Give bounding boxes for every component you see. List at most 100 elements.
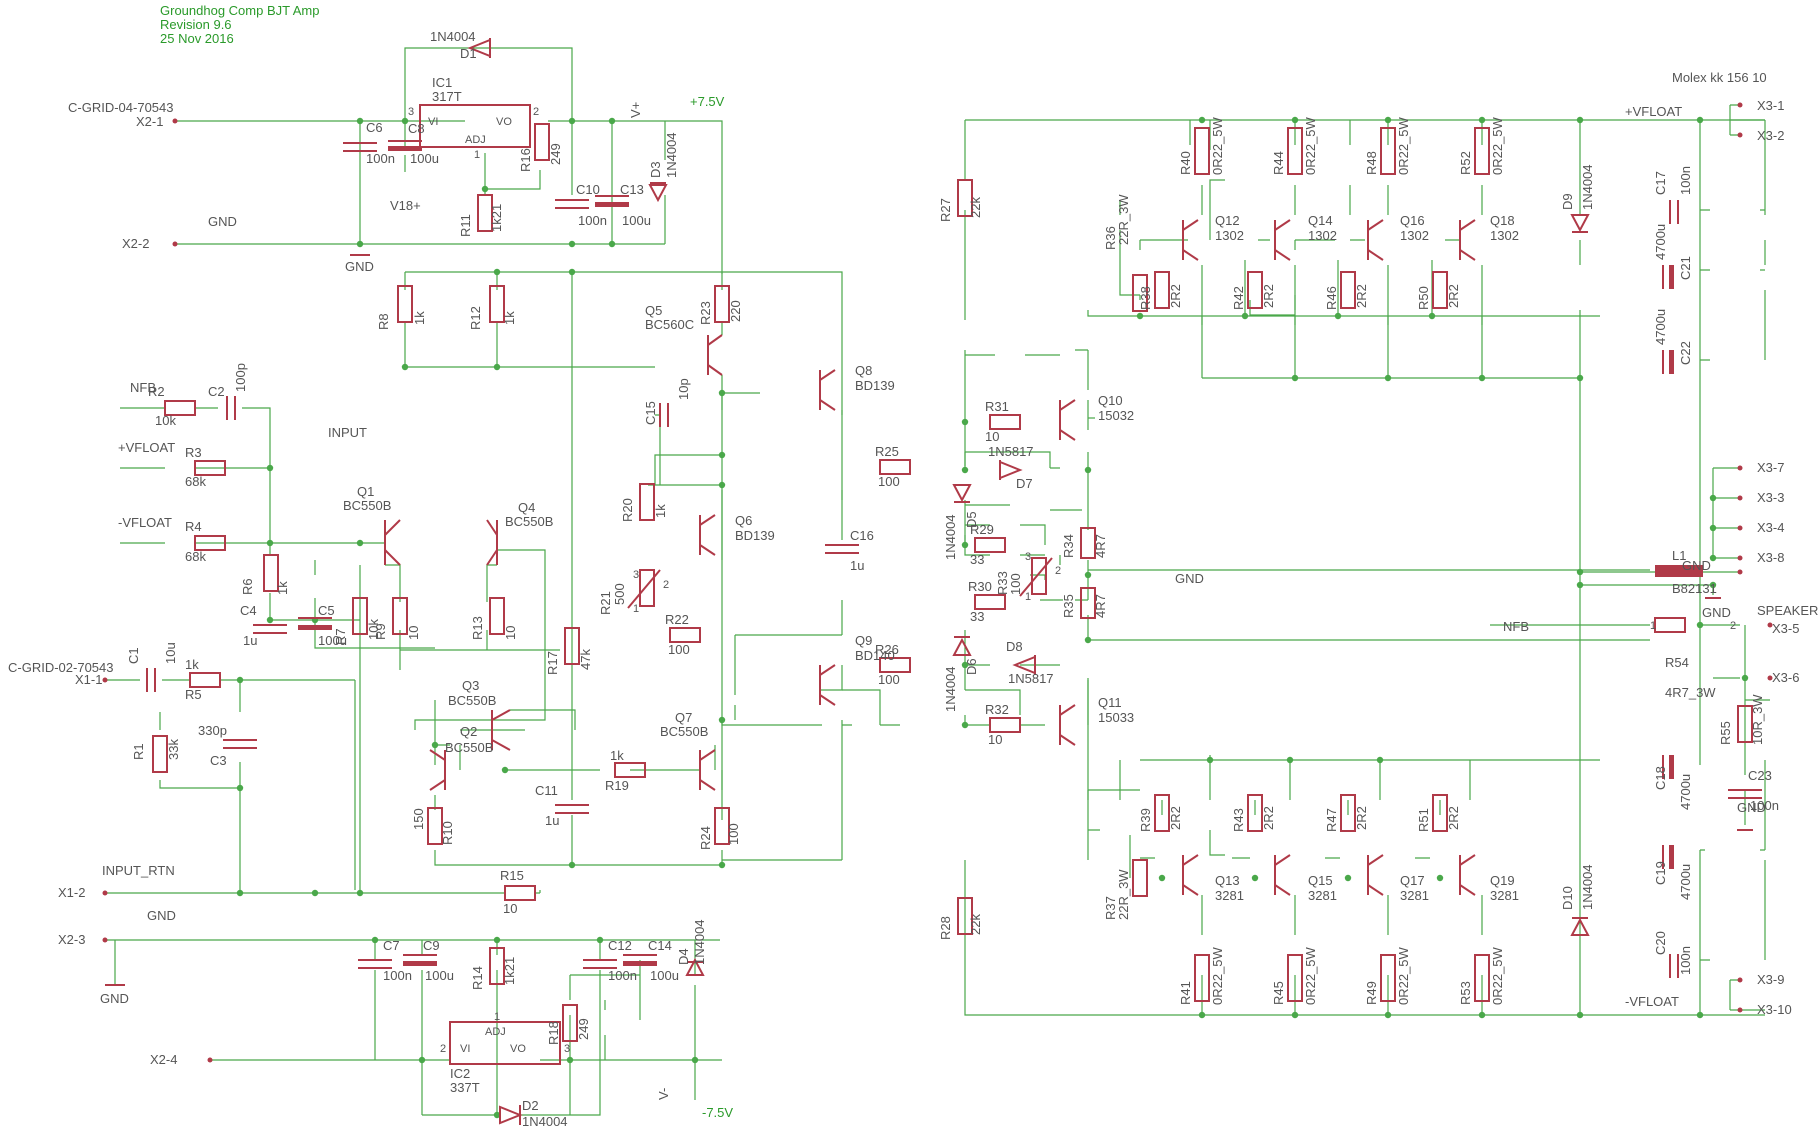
label-d1: D1 [460,46,477,61]
label-r2: R2 [148,384,165,399]
q11-symbol [1059,704,1076,746]
c20-symbol [1669,954,1679,978]
label-r27v: 22k [968,197,983,218]
label-nfb-left: NFB [130,380,156,395]
label-q16: Q16 [1400,213,1425,228]
label-x1-2: X1-2 [58,885,85,900]
label-r1: R1 [131,743,146,760]
r22-body [669,627,701,643]
label-r16v: 249 [548,143,563,165]
label-r39: R39 [1138,808,1153,832]
label-r50v: 2R2 [1446,284,1461,308]
label-c8v: 100u [410,151,439,166]
label-r54v: 4R7_3W [1665,685,1716,700]
label-r17v: 47k [578,649,593,670]
label-r21-pin3: 3 [633,569,639,581]
r20-body [639,483,655,521]
c8-symbol [388,140,422,151]
c3-symbol [223,739,257,749]
label-c22: C22 [1678,341,1693,365]
label-c23: C23 [1748,768,1772,783]
label-c21: C21 [1678,256,1693,280]
label-r8v: 1k [412,311,427,325]
label-c7: C7 [383,938,400,953]
label-d6v: 1N4004 [943,666,958,712]
d4-symbol [685,957,705,976]
label-c19v: 4700u [1678,864,1693,900]
q6-symbol [699,514,716,556]
label-input-rtn: INPUT_RTN [102,863,175,878]
label-r37: R37 [1103,896,1118,920]
r34-body [1080,527,1096,559]
label-q3: Q3 [462,678,479,693]
label-input: INPUT [328,425,367,440]
r3-body [194,460,226,476]
label-r6v: 1k [275,581,290,595]
label-r11: R11 [458,214,473,237]
label-q1v: BC550B [343,498,391,513]
label-c9: C9 [423,938,440,953]
label-r7v: 10k [366,619,381,640]
label-r41: R41 [1178,981,1193,1005]
title-line-1: Groundhog Comp BJT Amp [160,3,319,18]
label-q11v: 15033 [1098,710,1134,725]
label-q7v: BC550B [660,724,708,739]
label-r38v: 2R2 [1168,284,1183,308]
label-d8: D8 [1006,639,1023,654]
r30-body [974,594,1006,610]
label-x2-3: X2-3 [58,932,85,947]
l1-body [1655,565,1703,577]
r44-body [1287,127,1303,175]
label-vfloat-plus-right: +VFLOAT [1625,104,1682,119]
label-q4v: BC550B [505,514,553,529]
label-r28v: 22k [968,914,983,935]
r39-body [1154,794,1170,832]
label-c18: C18 [1653,766,1668,790]
label-r32: R32 [985,702,1009,717]
label-x3-8: X3-8 [1757,550,1784,565]
label-r23v: 220 [728,300,743,322]
label-r21-pin2: 2 [663,579,669,591]
label-plus-7v5: +7.5V [690,94,725,109]
label-x3-10: X3-10 [1757,1002,1792,1017]
label-c12v: 100n [608,968,637,983]
label-q13v: 3281 [1215,888,1244,903]
d7-symbol [999,460,1023,480]
r7-body [352,597,368,635]
label-q18: Q18 [1490,213,1515,228]
label-gnd-top: GND [208,214,237,229]
label-q9: Q9 [855,633,872,648]
label-vplus: V+ [628,102,643,118]
label-vfloat-minus-left: -VFLOAT [118,515,172,530]
label-x2-2: X2-2 [122,236,149,251]
label-r33: R33 [995,571,1010,595]
label-q12v: 1302 [1215,228,1244,243]
label-q10: Q10 [1098,393,1123,408]
label-c20: C20 [1653,931,1668,955]
label-r43v: 2R2 [1261,806,1276,830]
label-r10v: 150 [411,808,426,830]
label-r44: R44 [1271,151,1286,175]
label-r43: R43 [1231,808,1246,832]
label-r10: R10 [440,821,455,845]
label-ic1-adj: ADJ [465,134,486,146]
label-ic1-name: IC1 [432,75,452,90]
label-r46: R46 [1324,286,1339,310]
label-r32v: 10 [988,732,1002,747]
c11-symbol [555,804,589,814]
label-q17v: 3281 [1400,888,1429,903]
label-r36v: 22R_3W [1116,194,1131,245]
label-r33-pin1: 1 [1025,591,1031,603]
q1-symbol [384,519,401,566]
label-r18v: 249 [576,1018,591,1040]
label-r15v: 10 [503,901,517,916]
label-q7: Q7 [675,710,692,725]
label-c12: C12 [608,938,632,953]
label-d3: D3 [648,161,663,178]
label-r40v: 0R22_5W [1210,116,1225,175]
label-r7: R7 [333,628,348,645]
label-ic2-pin1: 1 [494,1011,500,1023]
r54-body [1654,617,1686,633]
label-r39v: 2R2 [1168,806,1183,830]
